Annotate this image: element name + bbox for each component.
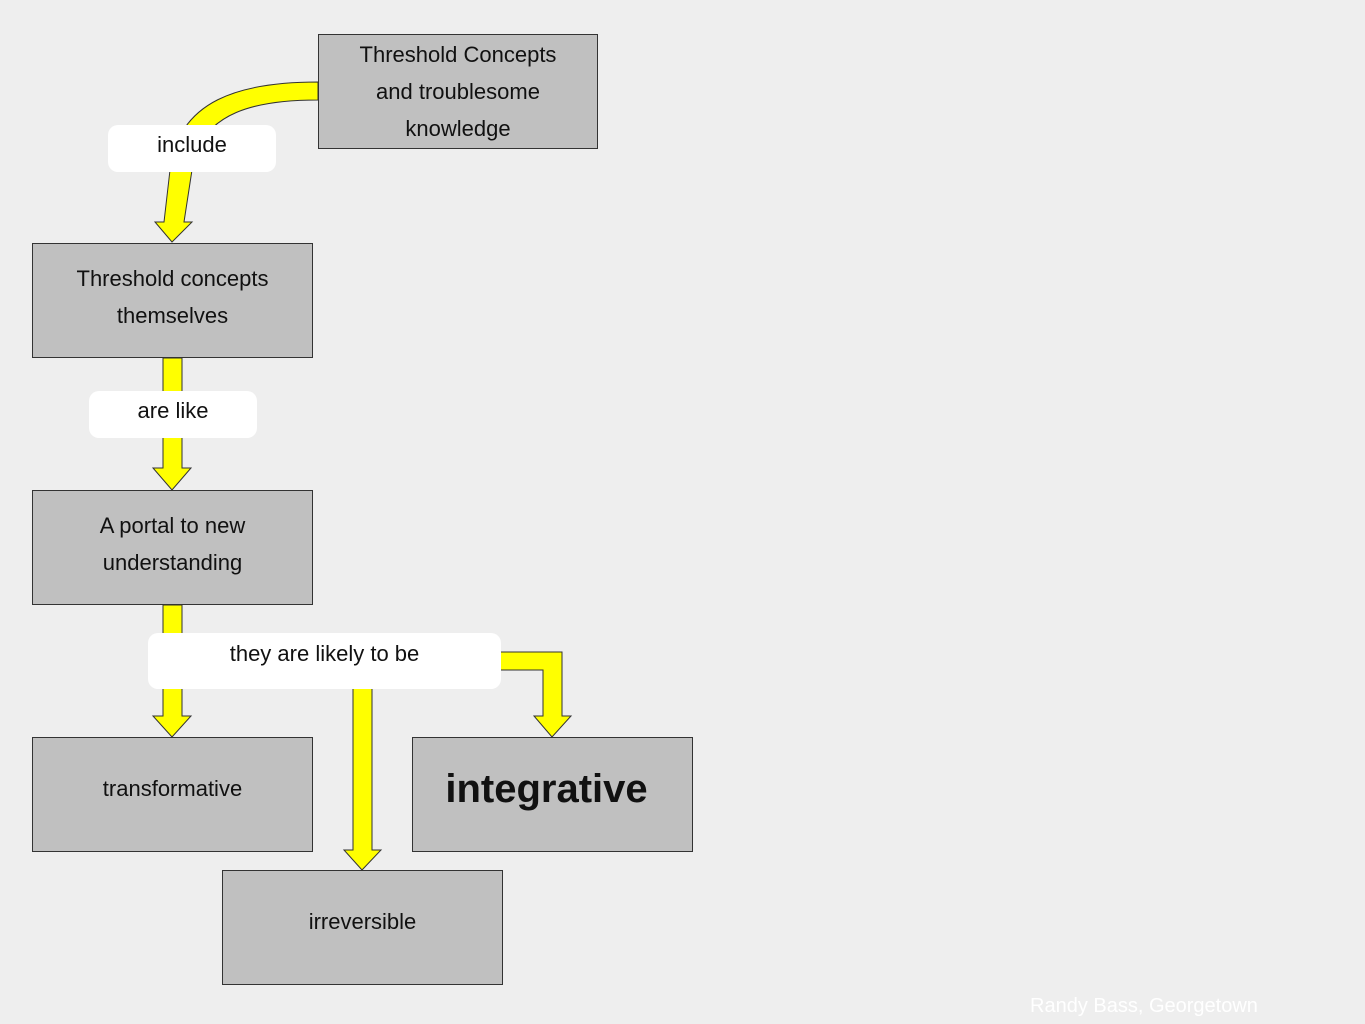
edge-label-are-like: are like xyxy=(89,391,257,438)
credit-text: Randy Bass, Georgetown xyxy=(1030,995,1258,1017)
node-text-line: A portal to new xyxy=(99,512,246,538)
node-text-line: Threshold Concepts xyxy=(359,42,557,67)
node-text-line: understanding xyxy=(102,549,243,575)
node-text-line: Threshold concepts xyxy=(76,265,269,291)
node-text-line: irreversible xyxy=(308,909,417,934)
node-portal-to-new-understanding: A portal to new understanding xyxy=(32,490,313,605)
node-text-line: themselves xyxy=(116,302,229,328)
node-threshold-concepts-themselves: Threshold concepts themselves xyxy=(32,243,313,358)
node-irreversible: irreversible xyxy=(222,870,503,985)
node-text-line: transformative xyxy=(102,776,243,801)
edge-label-include: include xyxy=(108,125,276,172)
node-threshold-concepts-troublesome-knowledge: Threshold Concepts and troublesome knowl… xyxy=(318,34,598,149)
node-text-line: integrative xyxy=(445,766,648,811)
node-text-line: and troublesome xyxy=(376,79,540,104)
node-integrative: integrative xyxy=(412,737,693,852)
node-text-line: knowledge xyxy=(405,116,511,141)
edge-label-likely-to-be: they are likely to be xyxy=(148,633,501,689)
arrow-integrative xyxy=(499,651,573,738)
arrow-irreversible xyxy=(342,687,383,871)
node-transformative: transformative xyxy=(32,737,313,852)
arrow-include xyxy=(153,81,319,243)
